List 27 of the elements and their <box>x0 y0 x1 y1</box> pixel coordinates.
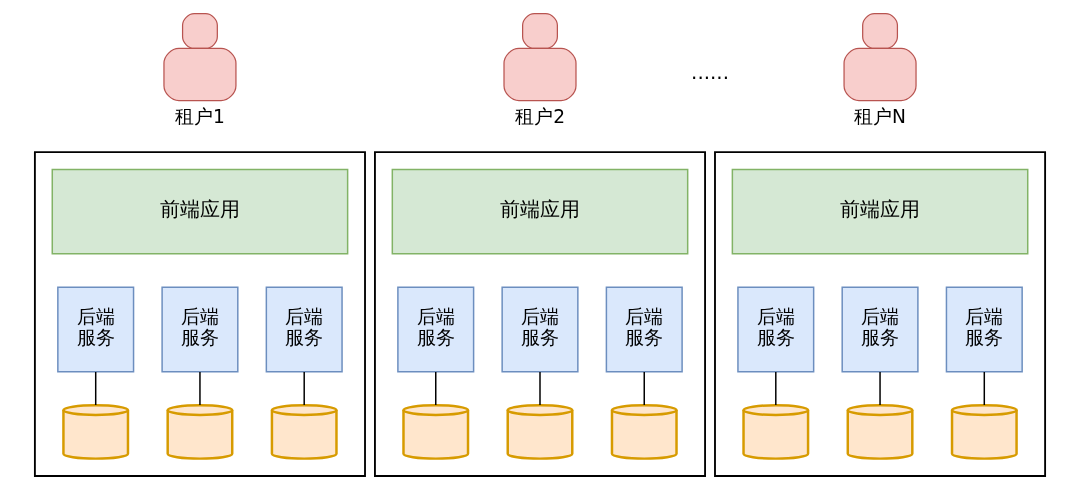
node-label: 租户N <box>853 105 906 127</box>
connector <box>879 371 881 406</box>
node-label: 租户1 <box>175 105 225 127</box>
node-box: 后端服务 <box>501 286 579 373</box>
connector <box>303 371 305 406</box>
connector <box>94 371 97 406</box>
node-box: 后端服务 <box>945 286 1023 373</box>
connector <box>983 371 986 406</box>
node-box: 后端服务 <box>57 286 135 373</box>
node-box: 后端服务 <box>841 286 919 373</box>
connector <box>643 371 645 406</box>
node-label: 租户2 <box>515 105 566 127</box>
label: ...... <box>691 61 729 85</box>
node-box: 前端应用 <box>51 168 349 255</box>
node-box: 后端服务 <box>265 286 343 373</box>
connector <box>435 371 437 406</box>
node-box: 前端应用 <box>391 168 689 255</box>
node-box: 后端服务 <box>737 286 815 373</box>
node-box: 后端服务 <box>397 286 475 373</box>
node-box: 后端服务 <box>605 286 683 373</box>
connector <box>775 371 777 406</box>
connector <box>539 371 541 406</box>
cluster <box>374 151 706 477</box>
cluster <box>714 151 1047 477</box>
node-box: 后端服务 <box>161 286 239 373</box>
node-box: 前端应用 <box>731 168 1029 255</box>
connector <box>199 371 201 406</box>
